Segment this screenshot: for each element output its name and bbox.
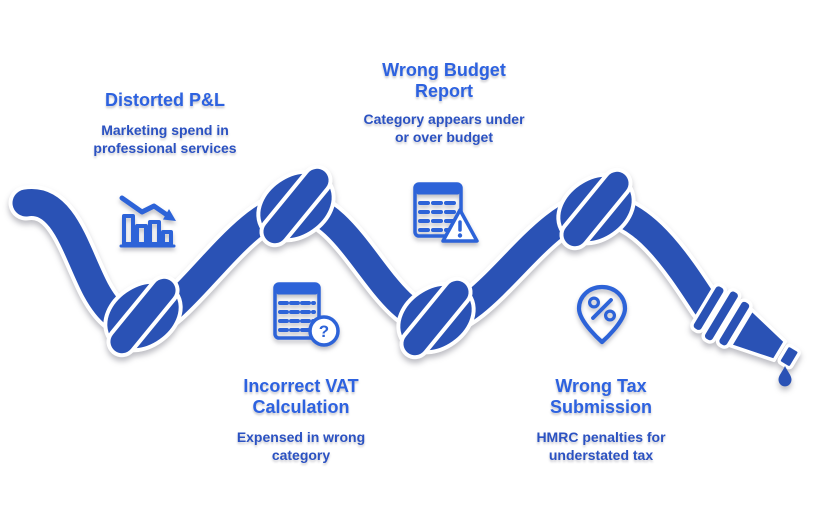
pain-point-distorted-pl: Distorted P&L Marketing spend in profess… [55, 90, 275, 157]
declining-bar-chart-icon [119, 195, 176, 248]
knot-4 [556, 167, 636, 251]
pain-point-incorrect-vat: Incorrect VAT Calculation Expensed in wr… [206, 376, 396, 464]
pain-point-subtitle: Marketing spend in professional services [93, 122, 237, 156]
knot-2 [256, 164, 336, 248]
pain-point-subtitle: HMRC penalties for understated tax [536, 429, 666, 463]
pain-point-title: Incorrect VAT Calculation [243, 376, 359, 417]
question-mark-glyph: ? [319, 322, 329, 341]
leak-droplet-icon [778, 366, 792, 387]
pain-point-subtitle: Category appears under or over budget [363, 111, 525, 145]
pain-point-wrong-budget-report: Wrong Budget Report Category appears und… [349, 60, 539, 146]
pain-point-title: Distorted P&L [104, 90, 225, 110]
knot-1 [103, 274, 183, 358]
tax-location-pin-icon [576, 284, 628, 345]
pain-point-wrong-tax-submission: Wrong Tax Submission HMRC penalties for … [506, 376, 696, 464]
calculator-question-icon: ? [273, 282, 340, 347]
knot-3 [396, 276, 476, 360]
pain-point-title: Wrong Tax Submission [549, 376, 652, 417]
pain-point-subtitle: Expensed in wrong category [236, 429, 366, 463]
hose-nozzle [690, 282, 801, 370]
pain-point-title: Wrong Budget Report [382, 60, 506, 101]
budget-spreadsheet-warning-icon [413, 182, 479, 243]
